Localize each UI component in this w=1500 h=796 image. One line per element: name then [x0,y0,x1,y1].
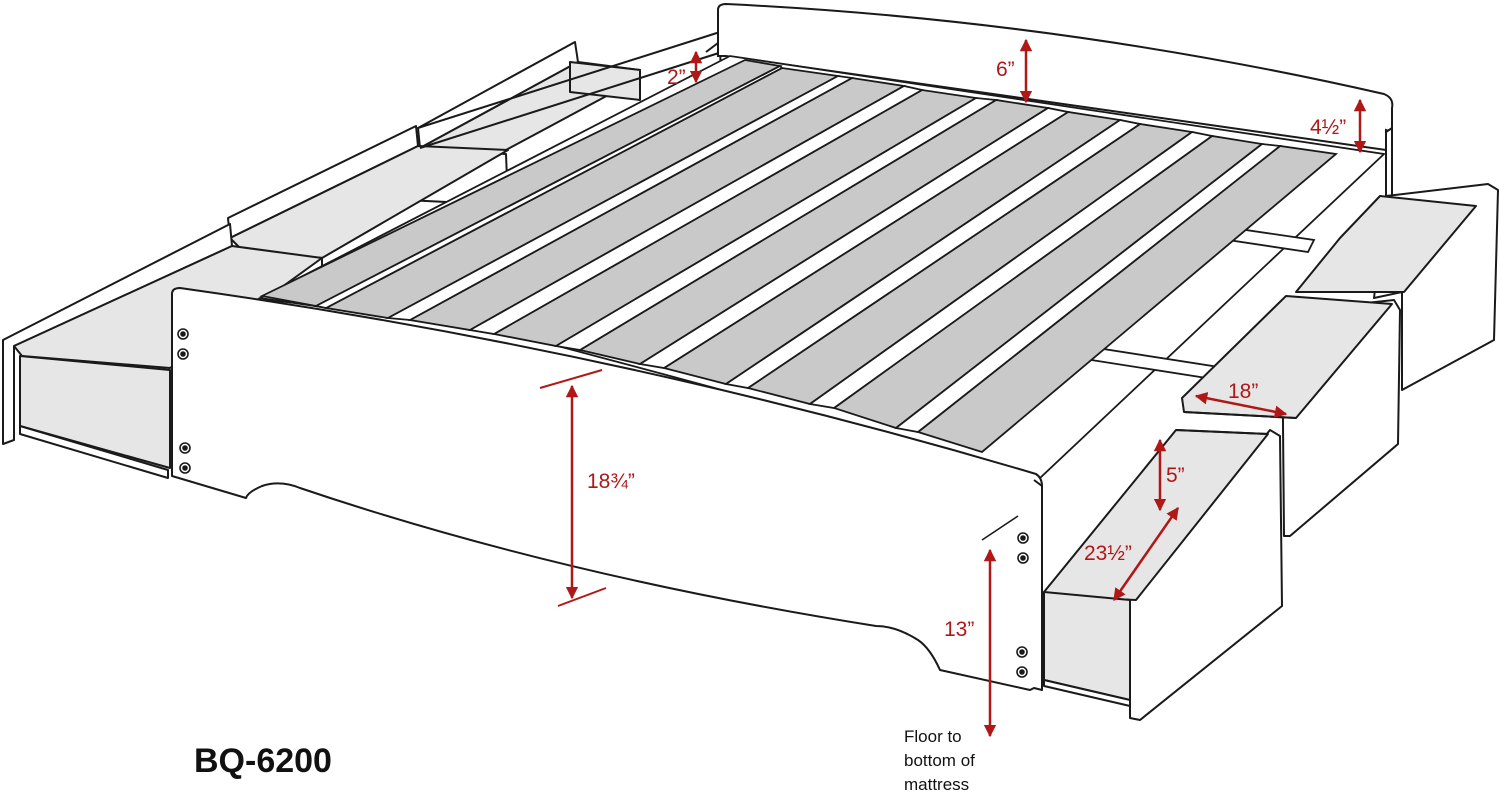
label-rail-height: 2” [667,66,686,89]
label-floor-to-mattress: 13” [944,618,974,641]
slats [259,59,1339,454]
bolt-icon [179,462,191,474]
bolt-icon [1017,532,1029,544]
note-line-3: mattress [904,775,969,794]
label-footboard-height: 18¾” [587,470,635,493]
bolt-icon [1016,666,1028,678]
right-drawer-front [1129,429,1283,721]
label-headboard-side: 4½” [1310,116,1346,139]
left-drawers [2,31,723,479]
label-drawer-height: 5” [1166,464,1185,487]
dimension-arrow-drawer-width [1194,392,1288,418]
dimension-arrows [539,38,1367,738]
footboard [171,287,1043,691]
label-drawer-width: 18” [1228,380,1258,403]
label-headboard-height: 6” [996,58,1015,81]
bolt-icon [179,442,191,454]
headboard [717,2,1394,200]
note-line-1: Floor to [904,727,962,746]
bed-deck [257,55,1386,480]
bolt-icon [1016,646,1028,658]
note-line-2: bottom of [904,751,975,770]
bolts [177,328,1029,678]
bolt-icon [177,348,189,360]
bolt-icon [177,328,189,340]
model-number: BQ-6200 [194,742,332,780]
label-drawer-depth: 23½” [1084,542,1132,565]
bolt-icon [1017,552,1029,564]
dimension-arrow-drawer-depth [1112,506,1180,602]
